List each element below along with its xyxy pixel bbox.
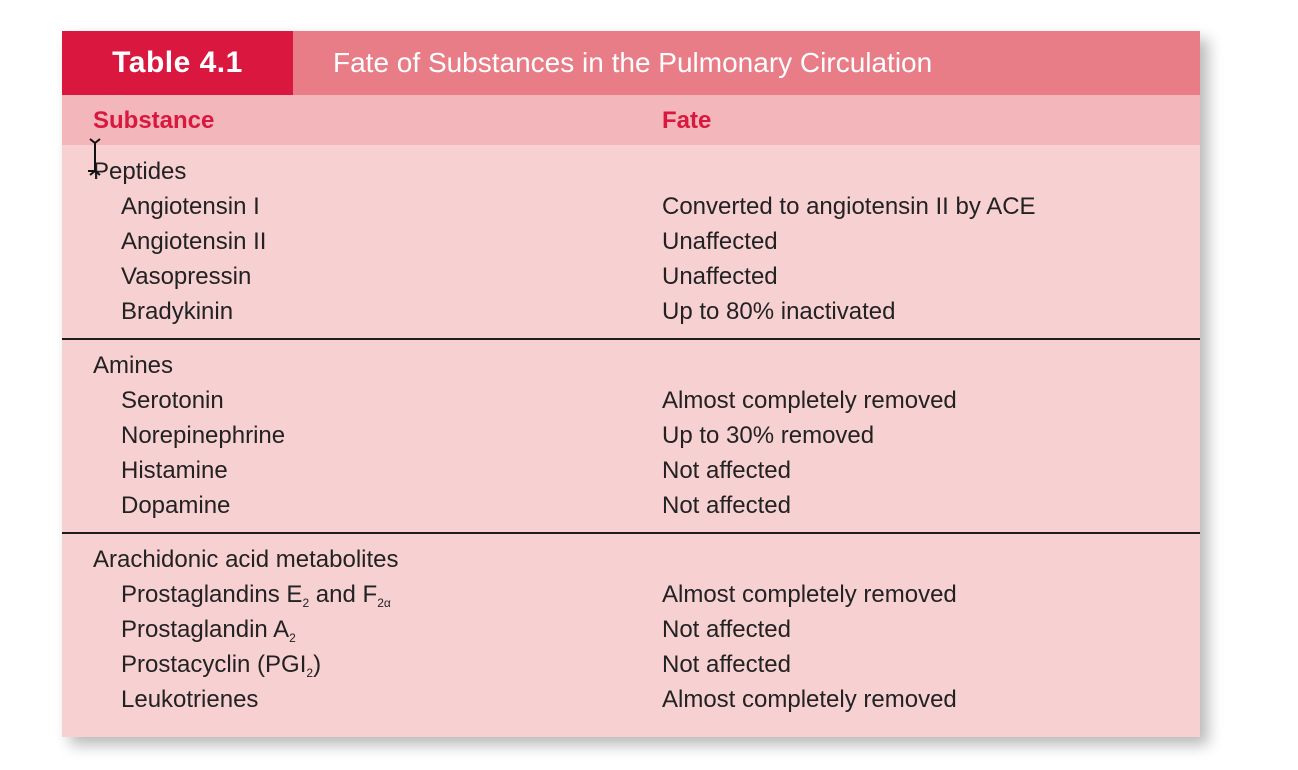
substance-cell: Serotonin [121,387,224,414]
table-row: Histamine Not affected [62,453,1200,488]
section-divider [62,338,1200,340]
substance-cell: Angiotensin I [121,193,260,220]
table-number-label: Table 4.1 [62,31,293,95]
section-divider [62,532,1200,534]
fate-cell: Unaffected [662,263,778,290]
column-header-substance: Substance [93,107,215,134]
category-label: Amines [93,352,174,379]
table-row: Dopamine Not affected [62,488,1200,523]
fate-cell: Not affected [662,651,791,678]
substance-cell: Vasopressin [121,263,252,290]
fate-cell: Not affected [662,457,791,484]
substance-cell: Prostaglandins E2 and F2α [121,581,391,610]
fate-cell: Up to 30% removed [662,422,875,449]
table-row: Angiotensin I Converted to angiotensin I… [62,189,1200,224]
table-row: Prostaglandins E2 and F2α Almost complet… [62,577,1200,612]
table-header-row: Substance Fate [62,95,1200,145]
table-row: Norepinephrine Up to 30% removed [62,418,1200,453]
table-row: Leukotrienes Almost completely removed [62,682,1200,717]
substance-cell: Leukotrienes [121,686,259,713]
fate-cell: Almost completely removed [662,581,957,608]
table-row: Bradykinin Up to 80% inactivated [62,294,1200,329]
column-header-fate: Fate [662,107,712,134]
fate-cell: Not affected [662,616,791,643]
category-label: Peptides [93,158,187,185]
substance-cell: Bradykinin [121,298,234,325]
table-row: Prostacyclin (PGI2) Not affected [62,647,1200,682]
table-title: Fate of Substances in the Pulmonary Circ… [333,47,933,78]
fate-cell: Unaffected [662,228,778,255]
text-cursor-icon [88,138,101,176]
table-row: Serotonin Almost completely removed [62,383,1200,418]
category-label: Arachidonic acid metabolites [93,546,399,573]
table-title-bar: Table 4.1 Fate of Substances in the Pulm… [62,31,1200,95]
table-row: Prostaglandin A2 Not affected [62,612,1200,647]
substance-cell: Prostaglandin A2 [121,616,296,645]
substance-cell: Prostacyclin (PGI2) [121,651,322,680]
table-row: Angiotensin II Unaffected [62,224,1200,259]
substance-cell: Histamine [121,457,228,484]
fate-cell: Up to 80% inactivated [662,298,896,325]
table-row: Vasopressin Unaffected [62,259,1200,294]
substance-cell: Norepinephrine [121,422,286,449]
table: Table 4.1 Fate of Substances in the Pulm… [62,31,1200,737]
fate-cell: Almost completely removed [662,387,957,414]
substance-cell: Dopamine [121,492,231,519]
fate-cell: Not affected [662,492,791,519]
substance-cell: Angiotensin II [121,228,267,255]
fate-cell: Almost completely removed [662,686,957,713]
fate-cell: Converted to angiotensin II by ACE [662,193,1036,220]
